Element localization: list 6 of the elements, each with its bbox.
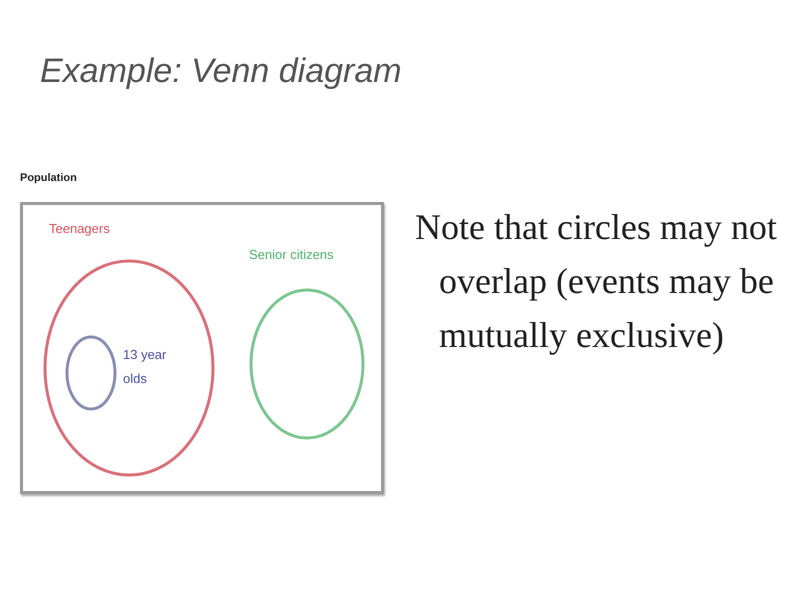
- note-text: Note that circles may not overlap (events may be mutually exclusive): [415, 206, 778, 357]
- set-label: Teenagers: [49, 221, 110, 236]
- set-label: Senior citizens: [249, 247, 334, 262]
- set-label: Population: [20, 172, 77, 184]
- title: Example: Venn diagram: [40, 52, 402, 91]
- set-label: 13 year olds: [123, 346, 168, 388]
